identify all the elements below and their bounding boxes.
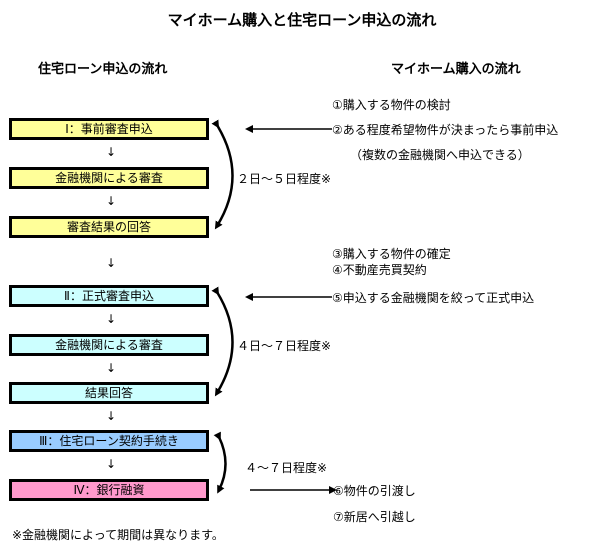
down-arrow-icon: ↓ [106, 409, 117, 423]
down-arrow-icon: ↓ [106, 361, 117, 375]
duration-bracket-2 [211, 286, 234, 397]
purchase-step-1: ①購入する物件の検討 [332, 98, 451, 112]
purchase-step-2-note: （複数の金融機関へ申込できる） [350, 148, 530, 162]
duration-label-1: ２日～５日程度※ [237, 172, 332, 186]
loan-flow-header: 住宅ローン申込の流れ [38, 62, 168, 77]
purchase-step-4: ④不動産売買契約 [332, 263, 427, 277]
purchase-flow-header: マイホーム購入の流れ [391, 62, 521, 77]
duration-bracket-1 [211, 119, 234, 230]
page-title: マイホーム購入と住宅ローン申込の流れ [167, 11, 437, 29]
loan-step-result-answer: 結果回答 [9, 382, 209, 404]
footnote: ※金融機関によって期間は異なります。 [12, 528, 224, 542]
purchase-step-3: ③購入する物件の確定 [332, 247, 451, 261]
loan-step-pre-application: Ⅰ：事前審査申込 [9, 118, 209, 140]
down-arrow-icon: ↓ [106, 194, 117, 208]
down-arrow-icon: ↓ [106, 312, 117, 326]
purchase-step-6: ⑥物件の引渡し [333, 484, 416, 498]
loan-step-contract: Ⅲ：住宅ローン契約手続き [9, 430, 209, 452]
down-arrow-icon: ↓ [106, 457, 117, 471]
loan-step-review-result: 審査結果の回答 [9, 216, 209, 238]
duration-label-2: ４日～７日程度※ [237, 339, 332, 353]
down-arrow-icon: ↓ [106, 256, 117, 270]
purchase-step-2: ②ある程度希望物件が決まったら事前申込 [332, 123, 559, 137]
purchase-step-5: ⑤申込する金融機関を絞って正式申込 [332, 291, 535, 305]
purchase-step-7: ⑦新居へ引越し [333, 510, 416, 524]
loan-step-bank-review-1: 金融機関による審査 [9, 167, 209, 189]
loan-step-formal-application: Ⅱ：正式審査申込 [9, 285, 209, 307]
loan-step-bank-review-2: 金融機関による審査 [9, 334, 209, 356]
down-arrow-icon: ↓ [106, 145, 117, 159]
duration-bracket-3 [213, 431, 227, 494]
duration-label-3: ４～７日程度※ [245, 461, 328, 475]
loan-step-financing: Ⅳ：銀行融資 [9, 479, 209, 501]
